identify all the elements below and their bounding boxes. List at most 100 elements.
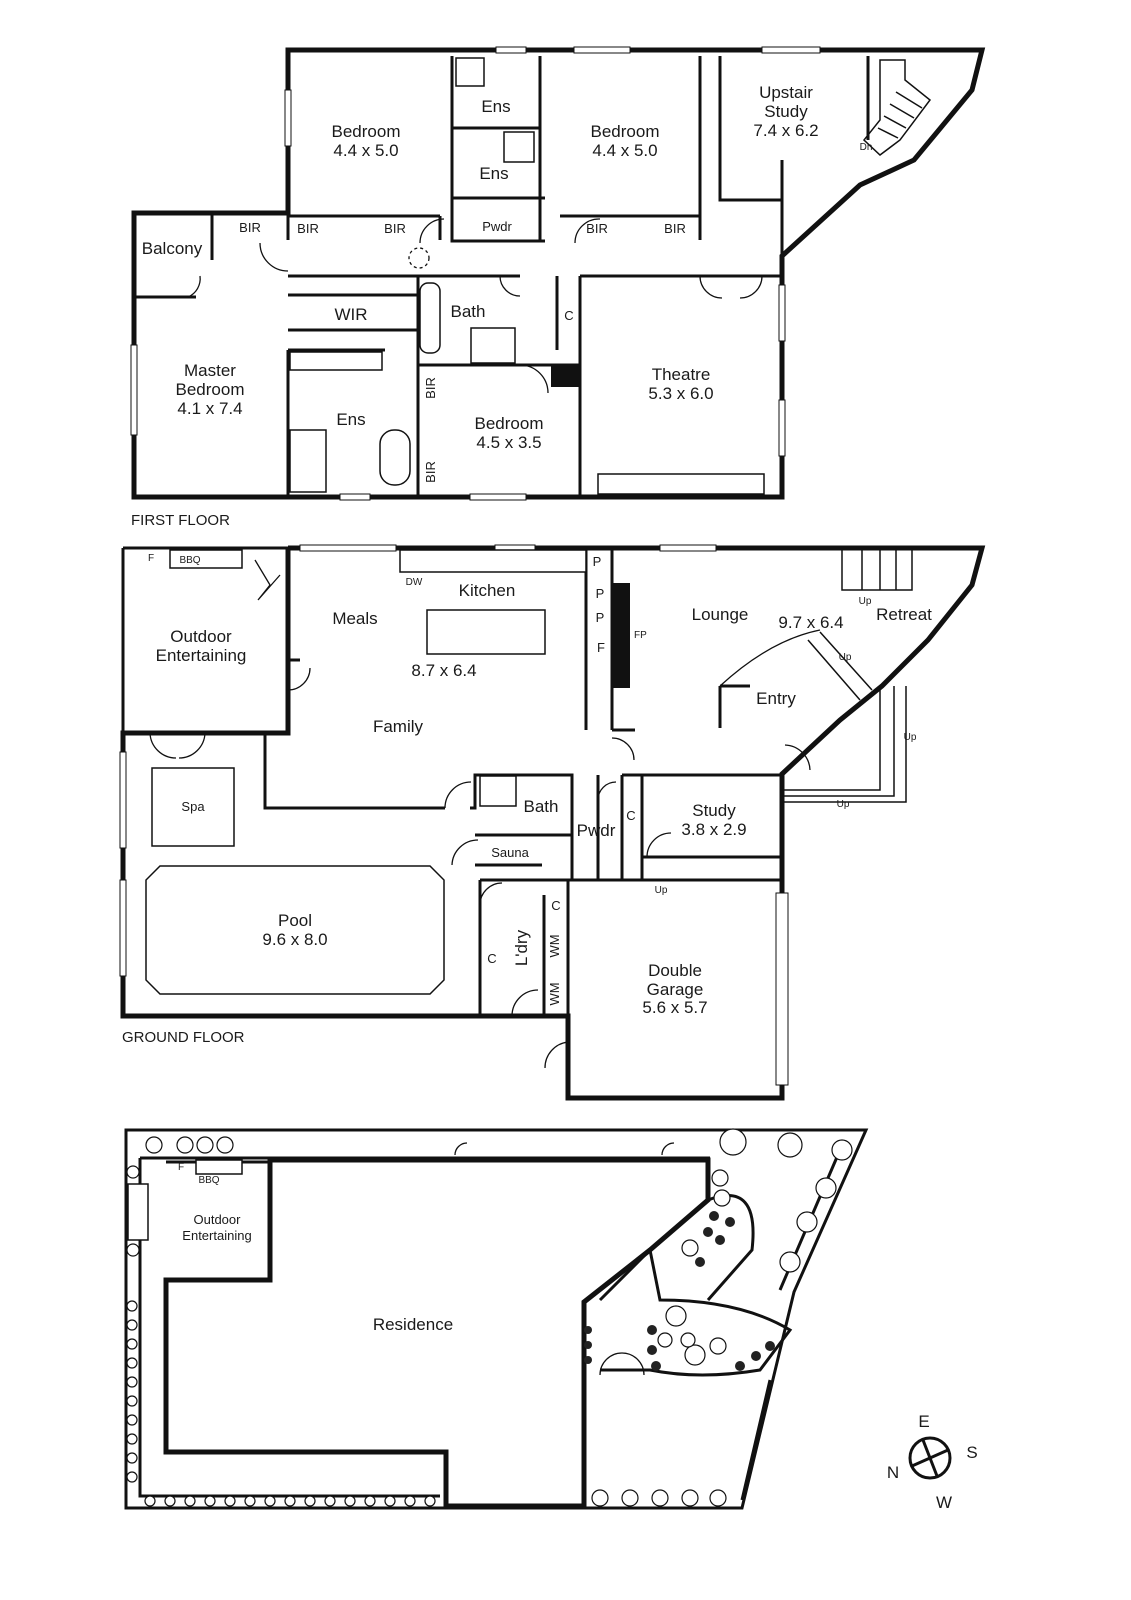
shower — [479, 775, 517, 807]
fridge-label: F — [597, 640, 605, 655]
room-dimension: 4.4 x 5.0 — [592, 141, 657, 160]
hedge-shrub — [126, 1300, 138, 1312]
room-name-laundry: L'dry — [512, 929, 531, 966]
fireplace — [613, 583, 630, 688]
doors — [149, 559, 821, 1069]
room-dimension: 4.1 x 7.4 — [177, 399, 242, 418]
hedge-shrub — [164, 1495, 176, 1507]
gate — [454, 1142, 675, 1156]
kitchen-island — [426, 609, 546, 655]
room-name-bedroom: Bedroom — [176, 380, 245, 399]
shower — [455, 57, 485, 87]
double-door — [599, 1352, 645, 1376]
room-name-bedroom: Bedroom — [475, 414, 544, 433]
room-name-study: Study — [692, 801, 736, 820]
hedge-shrub — [324, 1495, 336, 1507]
window — [339, 493, 371, 501]
room-name-entertaining: Entertaining — [156, 646, 247, 665]
bbq-label: BBQ — [179, 555, 200, 566]
stair-down-label: Dn — [860, 142, 873, 153]
hedge-shrub — [264, 1495, 276, 1507]
room-name-retreat: Retreat — [876, 605, 932, 624]
room-name-pool: Pool — [278, 911, 312, 930]
room-name-ens: Ens — [481, 97, 510, 116]
room-name-upstair: Upstair — [759, 83, 813, 102]
room-dimension: 8.7 x 6.4 — [411, 661, 476, 680]
compass-south: S — [966, 1443, 977, 1462]
room-name-ens: Ens — [479, 164, 508, 183]
stair — [862, 59, 932, 156]
hedge-shrub — [304, 1495, 316, 1507]
room-name-garage: Garage — [647, 980, 704, 999]
ground-floor-label: GROUND FLOOR — [122, 1029, 245, 1046]
doors — [187, 218, 763, 394]
room-name-balcony: Balcony — [142, 239, 203, 258]
pantry-label: P — [596, 586, 605, 601]
window — [299, 544, 397, 552]
hedge-shrub — [126, 1357, 138, 1369]
window — [775, 892, 789, 1086]
bir-label: BIR — [586, 221, 608, 236]
room-name-pwdr: Pwdr — [482, 219, 512, 234]
spa — [151, 767, 235, 847]
hedge-shrub — [126, 1471, 138, 1483]
cupboard-label: C — [564, 308, 573, 323]
room-name-meals: Meals — [332, 609, 377, 628]
room-name-kitchen: Kitchen — [459, 581, 516, 600]
bath-tub — [379, 429, 411, 486]
trees — [126, 1128, 853, 1507]
window — [119, 879, 127, 977]
room-dimension: 5.3 x 6.0 — [648, 384, 713, 403]
fridge-label: F — [148, 553, 154, 564]
hedge-shrub — [126, 1452, 138, 1464]
bir-label: BIR — [297, 221, 319, 236]
hedge-shrub — [284, 1495, 296, 1507]
room-name-entry: Entry — [756, 689, 796, 708]
room-dimension: 3.8 x 2.9 — [681, 820, 746, 839]
compass-east: E — [918, 1412, 929, 1431]
hedge-shrub — [144, 1495, 156, 1507]
room-name-pwdr: Pwdr — [577, 821, 616, 840]
hedge — [126, 1300, 436, 1507]
fireplace-label: FP — [634, 630, 647, 641]
compass-north: N — [887, 1463, 899, 1482]
window — [659, 544, 717, 552]
balcony-wall — [132, 211, 214, 299]
window — [778, 399, 786, 457]
stair-up-label: Up — [839, 652, 852, 663]
pool — [145, 865, 445, 995]
bir-label: BIR — [384, 221, 406, 236]
hedge-shrub — [126, 1414, 138, 1426]
washing-machine-label: WM — [547, 934, 562, 957]
room-dimension: 9.7 x 6.4 — [778, 613, 843, 632]
first-floor-label: FIRST FLOOR — [131, 512, 230, 529]
site-outdoor-label: Outdoor — [194, 1212, 242, 1227]
window — [119, 751, 127, 849]
bath-tub — [419, 282, 441, 354]
vanity — [289, 351, 383, 371]
hedge-shrub — [424, 1495, 436, 1507]
ground-floor-outline — [120, 545, 986, 1101]
hedge-shrub — [244, 1495, 256, 1507]
bir-label: BIR — [239, 220, 261, 235]
cupboard-label: C — [487, 951, 496, 966]
room-dimension: 9.6 x 8.0 — [262, 930, 327, 949]
room-dimension: 4.5 x 3.5 — [476, 433, 541, 452]
kitchen-bench — [399, 549, 587, 573]
shrubs — [584, 1211, 775, 1371]
compass: E S W N — [887, 1412, 978, 1512]
room-name-ens: Ens — [336, 410, 365, 429]
bbq-bench — [169, 549, 243, 569]
window — [573, 46, 631, 54]
hedge-shrub — [344, 1495, 356, 1507]
dishwasher-label: DW — [406, 577, 423, 588]
room-name-bath: Bath — [451, 302, 486, 321]
stair — [782, 550, 913, 803]
pantry-label: P — [593, 554, 602, 569]
shower — [470, 327, 516, 364]
stair-up-label: Up — [837, 799, 850, 810]
hedge-shrub — [384, 1495, 396, 1507]
room-dimension: 7.4 x 6.2 — [753, 121, 818, 140]
site-plan: F BBQ Outdoor Entertaining Residence — [124, 1128, 869, 1510]
